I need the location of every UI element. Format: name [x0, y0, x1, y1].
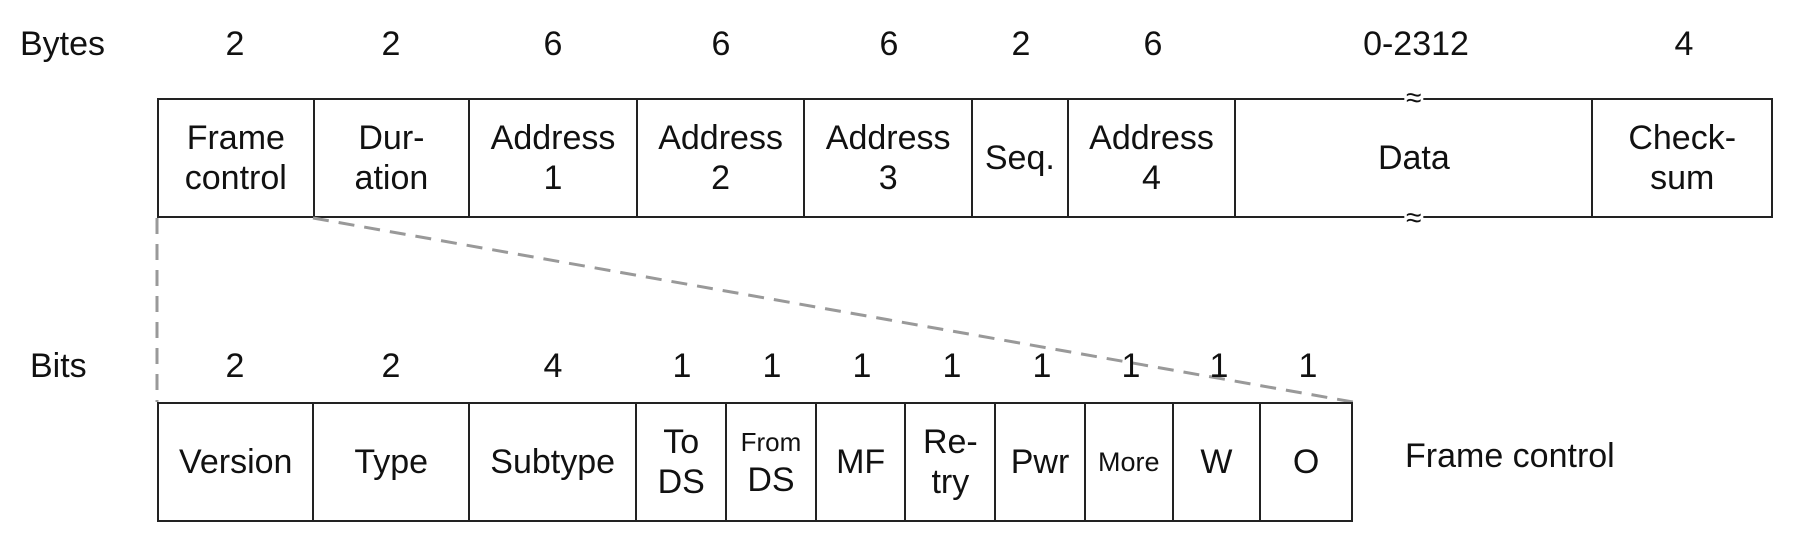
field-seq: Seq. — [973, 100, 1069, 216]
frame-format-row: Frame control Dur- ation Address 1 Addre… — [157, 84, 1773, 232]
size-checksum: 4 — [1674, 25, 1694, 63]
field-address-2-line2: 2 — [711, 159, 731, 197]
bit-field-subtype-label: Subtype — [490, 443, 616, 481]
field-checksum-line1: Check- — [1628, 119, 1737, 157]
field-data: ≈ Data ≈ — [1236, 84, 1594, 232]
bit-field-from-ds-line2: DS — [747, 461, 795, 499]
field-address-4: Address 4 — [1069, 100, 1237, 216]
bits-to-ds: 1 — [672, 347, 692, 385]
size-address-3: 6 — [879, 25, 899, 63]
bit-field-to-ds-line1: To — [663, 423, 700, 461]
bit-field-subtype: Subtype — [470, 404, 638, 520]
field-address-3-line2: 3 — [878, 159, 898, 197]
bit-field-from-ds-line1: From — [740, 427, 802, 457]
bit-field-from-ds: From DS — [727, 404, 817, 520]
size-address-2: 6 — [711, 25, 731, 63]
bit-field-more: More — [1086, 404, 1174, 520]
size-data: 0-2312 — [1363, 25, 1469, 63]
field-seq-line1: Seq. — [984, 139, 1055, 177]
size-frame-control: 2 — [225, 25, 245, 63]
bit-field-type: Type — [314, 404, 470, 520]
bit-field-pwr: Pwr — [996, 404, 1086, 520]
bits-retry: 1 — [942, 347, 962, 385]
frame-control-title: Frame control — [1405, 437, 1615, 475]
data-break-mark-top: ≈ — [1404, 82, 1424, 113]
bits-o: 1 — [1298, 347, 1318, 385]
bit-field-retry-line2: try — [931, 463, 970, 501]
field-address-3-line1: Address — [825, 119, 951, 157]
field-address-4-line1: Address — [1089, 119, 1214, 157]
frame-control-row: Version Type Subtype To DS From DS MF Re… — [157, 402, 1353, 522]
bit-field-version: Version — [159, 404, 315, 520]
bit-field-retry-line1: Re- — [922, 423, 978, 461]
bits-subtype: 4 — [543, 347, 563, 385]
bits-more: 1 — [1121, 347, 1141, 385]
size-seq: 2 — [1011, 25, 1031, 63]
field-frame-control: Frame control — [159, 100, 315, 216]
field-data-line1: Data — [1377, 139, 1450, 177]
field-address-2: Address 2 — [638, 100, 806, 216]
bit-field-pwr-label: Pwr — [1010, 443, 1070, 481]
bytes-row-label: Bytes — [20, 25, 106, 63]
bits-from-ds: 1 — [762, 347, 782, 385]
bit-field-w: W — [1174, 404, 1262, 520]
field-address-1-line1: Address — [490, 119, 616, 157]
field-duration: Dur- ation — [315, 100, 471, 216]
size-address-4: 6 — [1143, 25, 1163, 63]
bits-version: 2 — [225, 347, 245, 385]
bit-field-retry: Re- try — [906, 404, 997, 520]
bits-type: 2 — [381, 347, 401, 385]
bit-field-o-label: O — [1292, 443, 1320, 481]
field-address-3: Address 3 — [805, 100, 973, 216]
bits-row-label: Bits — [30, 347, 87, 385]
bit-field-more-label: More — [1097, 447, 1160, 477]
data-break-mark-bottom: ≈ — [1404, 202, 1424, 233]
field-address-4-line2: 4 — [1142, 159, 1161, 197]
bit-field-o: O — [1261, 404, 1351, 520]
bit-field-mf-label: MF — [836, 443, 886, 481]
bit-field-type-label: Type — [354, 443, 429, 481]
field-duration-line2: ation — [354, 159, 429, 197]
bit-field-w-label: W — [1200, 443, 1233, 481]
bit-field-to-ds-line2: DS — [657, 463, 705, 501]
field-duration-line1: Dur- — [358, 119, 425, 157]
size-address-1: 6 — [543, 25, 563, 63]
field-address-1: Address 1 — [470, 100, 638, 216]
bit-field-to-ds: To DS — [637, 404, 728, 520]
bits-pwr: 1 — [1032, 347, 1052, 385]
field-address-2-line1: Address — [658, 119, 783, 157]
bits-w: 1 — [1209, 347, 1229, 385]
bit-field-mf: MF — [817, 404, 907, 520]
bit-field-version-label: Version — [179, 443, 293, 481]
field-checksum: Check- sum — [1593, 100, 1771, 216]
field-checksum-line2: sum — [1650, 159, 1715, 197]
field-address-1-line2: 1 — [543, 159, 563, 197]
field-frame-control-line2: control — [184, 159, 287, 197]
field-frame-control-line1: Frame — [186, 119, 285, 157]
bits-mf: 1 — [852, 347, 872, 385]
size-duration: 2 — [381, 25, 401, 63]
